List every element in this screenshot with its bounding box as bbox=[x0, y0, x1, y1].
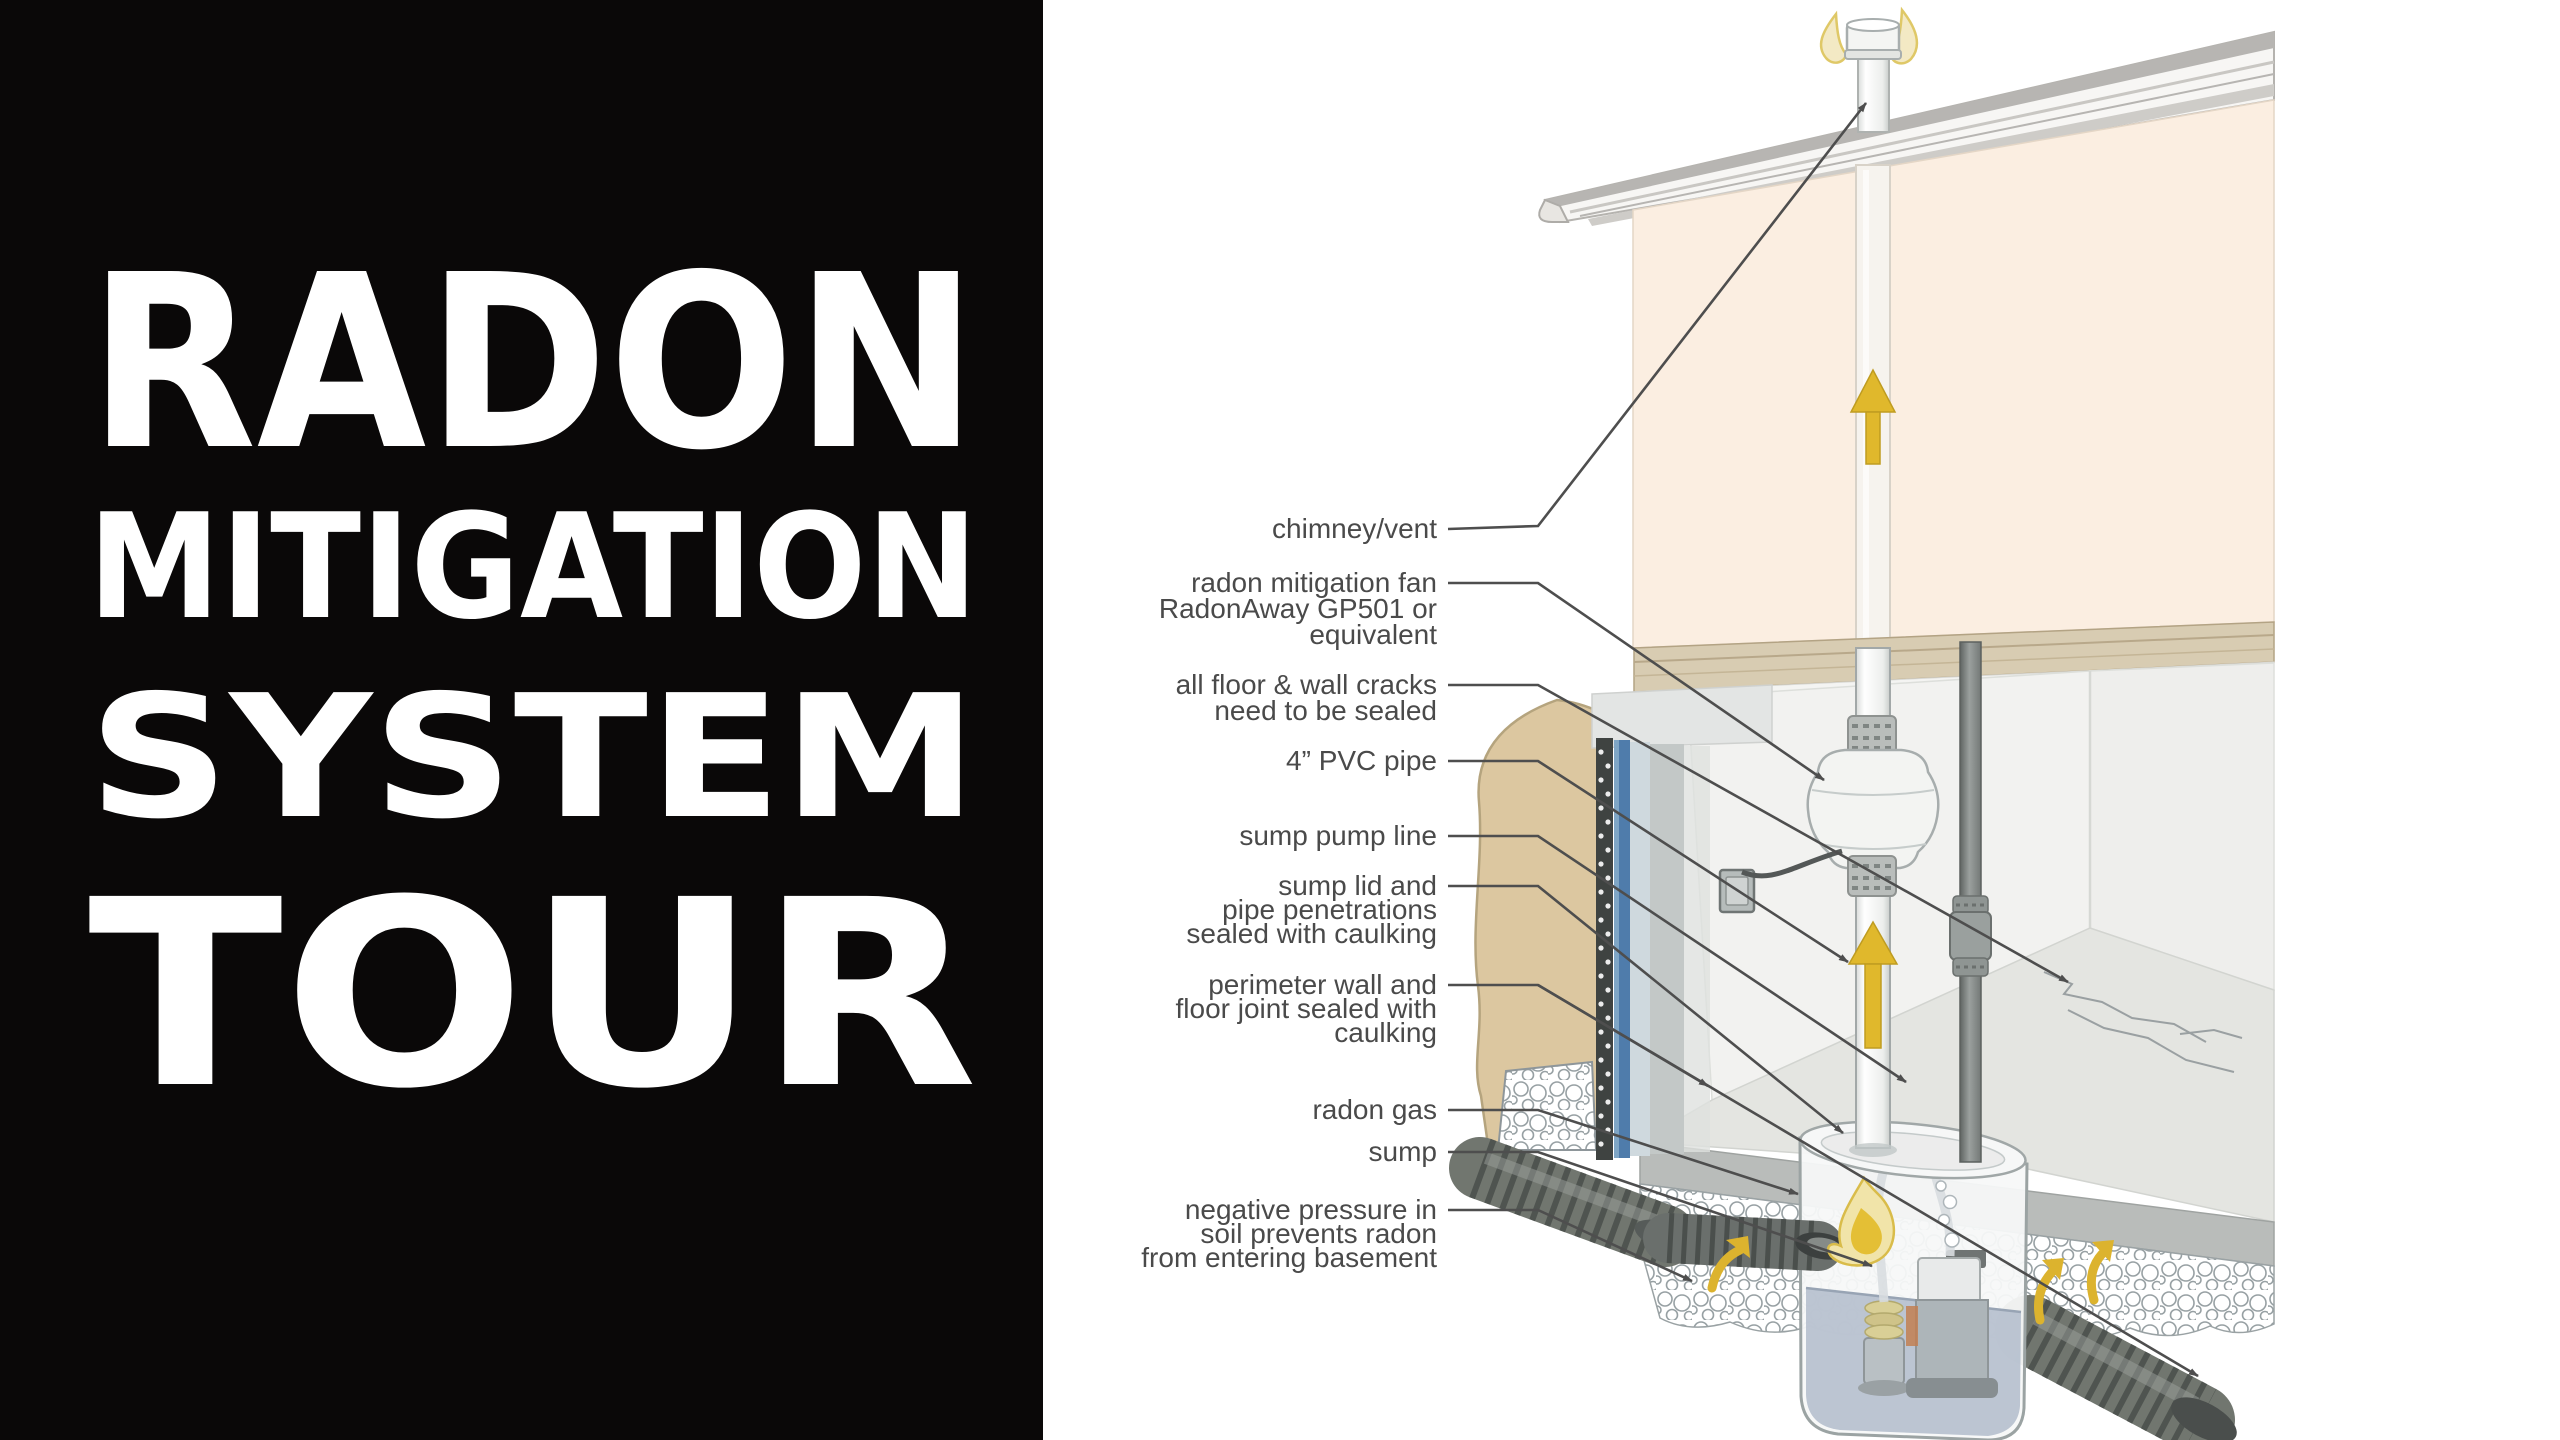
leader-sump-lid bbox=[1448, 884, 1844, 1135]
label-perimeter-3: caulking bbox=[1334, 1017, 1437, 1048]
sump-pump-small bbox=[1858, 1300, 1910, 1396]
gravel-pocket bbox=[1496, 1060, 1598, 1151]
gas-arrow-tips bbox=[1726, 1236, 2114, 1280]
title-line-3: SYSTEM bbox=[88, 659, 978, 857]
leader-chimney-vent bbox=[1447, 102, 1868, 531]
label-pvc-pipe: 4” PVC pipe bbox=[1286, 745, 1437, 776]
leader-lines bbox=[1447, 102, 2199, 1378]
label-negative-pressure-2: soil prevents radon bbox=[1200, 1218, 1437, 1249]
pump-handle bbox=[1906, 1306, 1918, 1346]
sump-discharge-line bbox=[1949, 641, 1992, 1163]
label-negative-pressure-1: negative pressure in bbox=[1185, 1194, 1437, 1225]
drain-tile-pipe-right bbox=[1995, 1295, 2237, 1440]
label-perimeter-1: perimeter wall and bbox=[1208, 969, 1437, 1000]
leader-radon-fan bbox=[1448, 581, 1825, 782]
soil-gas-arrows bbox=[1707, 1236, 2114, 1325]
label-sump-pump-line: sump pump line bbox=[1239, 820, 1437, 851]
label-radon-fan-3: equivalent bbox=[1309, 619, 1437, 650]
leader-perimeter-joint-2 bbox=[1537, 983, 2199, 1378]
foundation-wall bbox=[1650, 744, 1684, 1154]
label-radon-fan-2: RadonAway GP501 or bbox=[1159, 593, 1437, 624]
leader-radon-gas bbox=[1448, 1108, 1799, 1196]
check-valve bbox=[1949, 895, 1992, 977]
label-sump-lid-2: pipe penetrations bbox=[1222, 894, 1437, 925]
power-cord bbox=[1741, 848, 1843, 879]
diagram-labels: chimney/vent radon mitigation fan RadonA… bbox=[1141, 513, 1437, 1273]
label-negative-pressure-3: from entering basement bbox=[1141, 1242, 1437, 1273]
eave-molding bbox=[1538, 198, 1570, 223]
leader-cracks bbox=[1448, 683, 2069, 984]
title-line-1: RADON bbox=[88, 223, 978, 503]
radon-flame-icon bbox=[1826, 1175, 1896, 1267]
label-cracks-2: need to be sealed bbox=[1214, 695, 1437, 726]
mitigation-stack bbox=[1718, 647, 1940, 1157]
foundation-sill bbox=[1591, 684, 1773, 749]
floor-cracks bbox=[2043, 971, 2243, 1073]
drain-tile-pipe-left bbox=[1449, 1137, 1849, 1271]
foundation-section bbox=[1474, 684, 1773, 1160]
label-sump-lid-1: sump lid and bbox=[1278, 870, 1437, 901]
sump-pit bbox=[1798, 1120, 2029, 1440]
title-line-2: MITIGATION bbox=[88, 483, 978, 652]
title-panel: RADON MITIGATION SYSTEM TOUR bbox=[0, 0, 1043, 1440]
pipe-coupling-upper bbox=[1847, 715, 1897, 755]
leader-negative-pressure bbox=[1448, 1208, 1693, 1283]
label-perimeter-2: floor joint sealed with bbox=[1176, 993, 1437, 1024]
label-chimney-vent: chimney/vent bbox=[1272, 513, 1437, 544]
airflow-arrows bbox=[1847, 368, 1899, 1049]
leader-sump bbox=[1448, 1150, 1873, 1268]
membrane-backing bbox=[1630, 742, 1650, 1156]
vent-pipe-above-roof bbox=[1857, 51, 1890, 133]
leader-pvc-pipe bbox=[1448, 759, 1849, 964]
title-panel-background bbox=[0, 0, 1043, 1440]
label-sump-lid-3: sealed with caulking bbox=[1186, 918, 1437, 949]
label-sump: sump bbox=[1369, 1136, 1437, 1167]
airflow-arrow-icon bbox=[1849, 368, 1897, 465]
label-radon-fan-1: radon mitigation fan bbox=[1191, 567, 1437, 598]
airflow-arrow-icon bbox=[1847, 920, 1899, 1049]
label-radon-gas: radon gas bbox=[1312, 1094, 1437, 1125]
radon-fan bbox=[1806, 748, 1940, 870]
vent-cap-icon bbox=[1844, 18, 1902, 60]
title-line-4: TOUR bbox=[88, 845, 978, 1145]
label-cracks-1: all floor & wall cracks bbox=[1176, 669, 1437, 700]
dimple-membrane bbox=[1596, 738, 1613, 1160]
dimple-dots bbox=[1598, 749, 1611, 1147]
radon-system-diagram: chimney/vent radon mitigation fan RadonA… bbox=[1043, 0, 2560, 1440]
leader-sump-pump-line bbox=[1448, 834, 1907, 1084]
sump-pump-main bbox=[1906, 1250, 1998, 1398]
